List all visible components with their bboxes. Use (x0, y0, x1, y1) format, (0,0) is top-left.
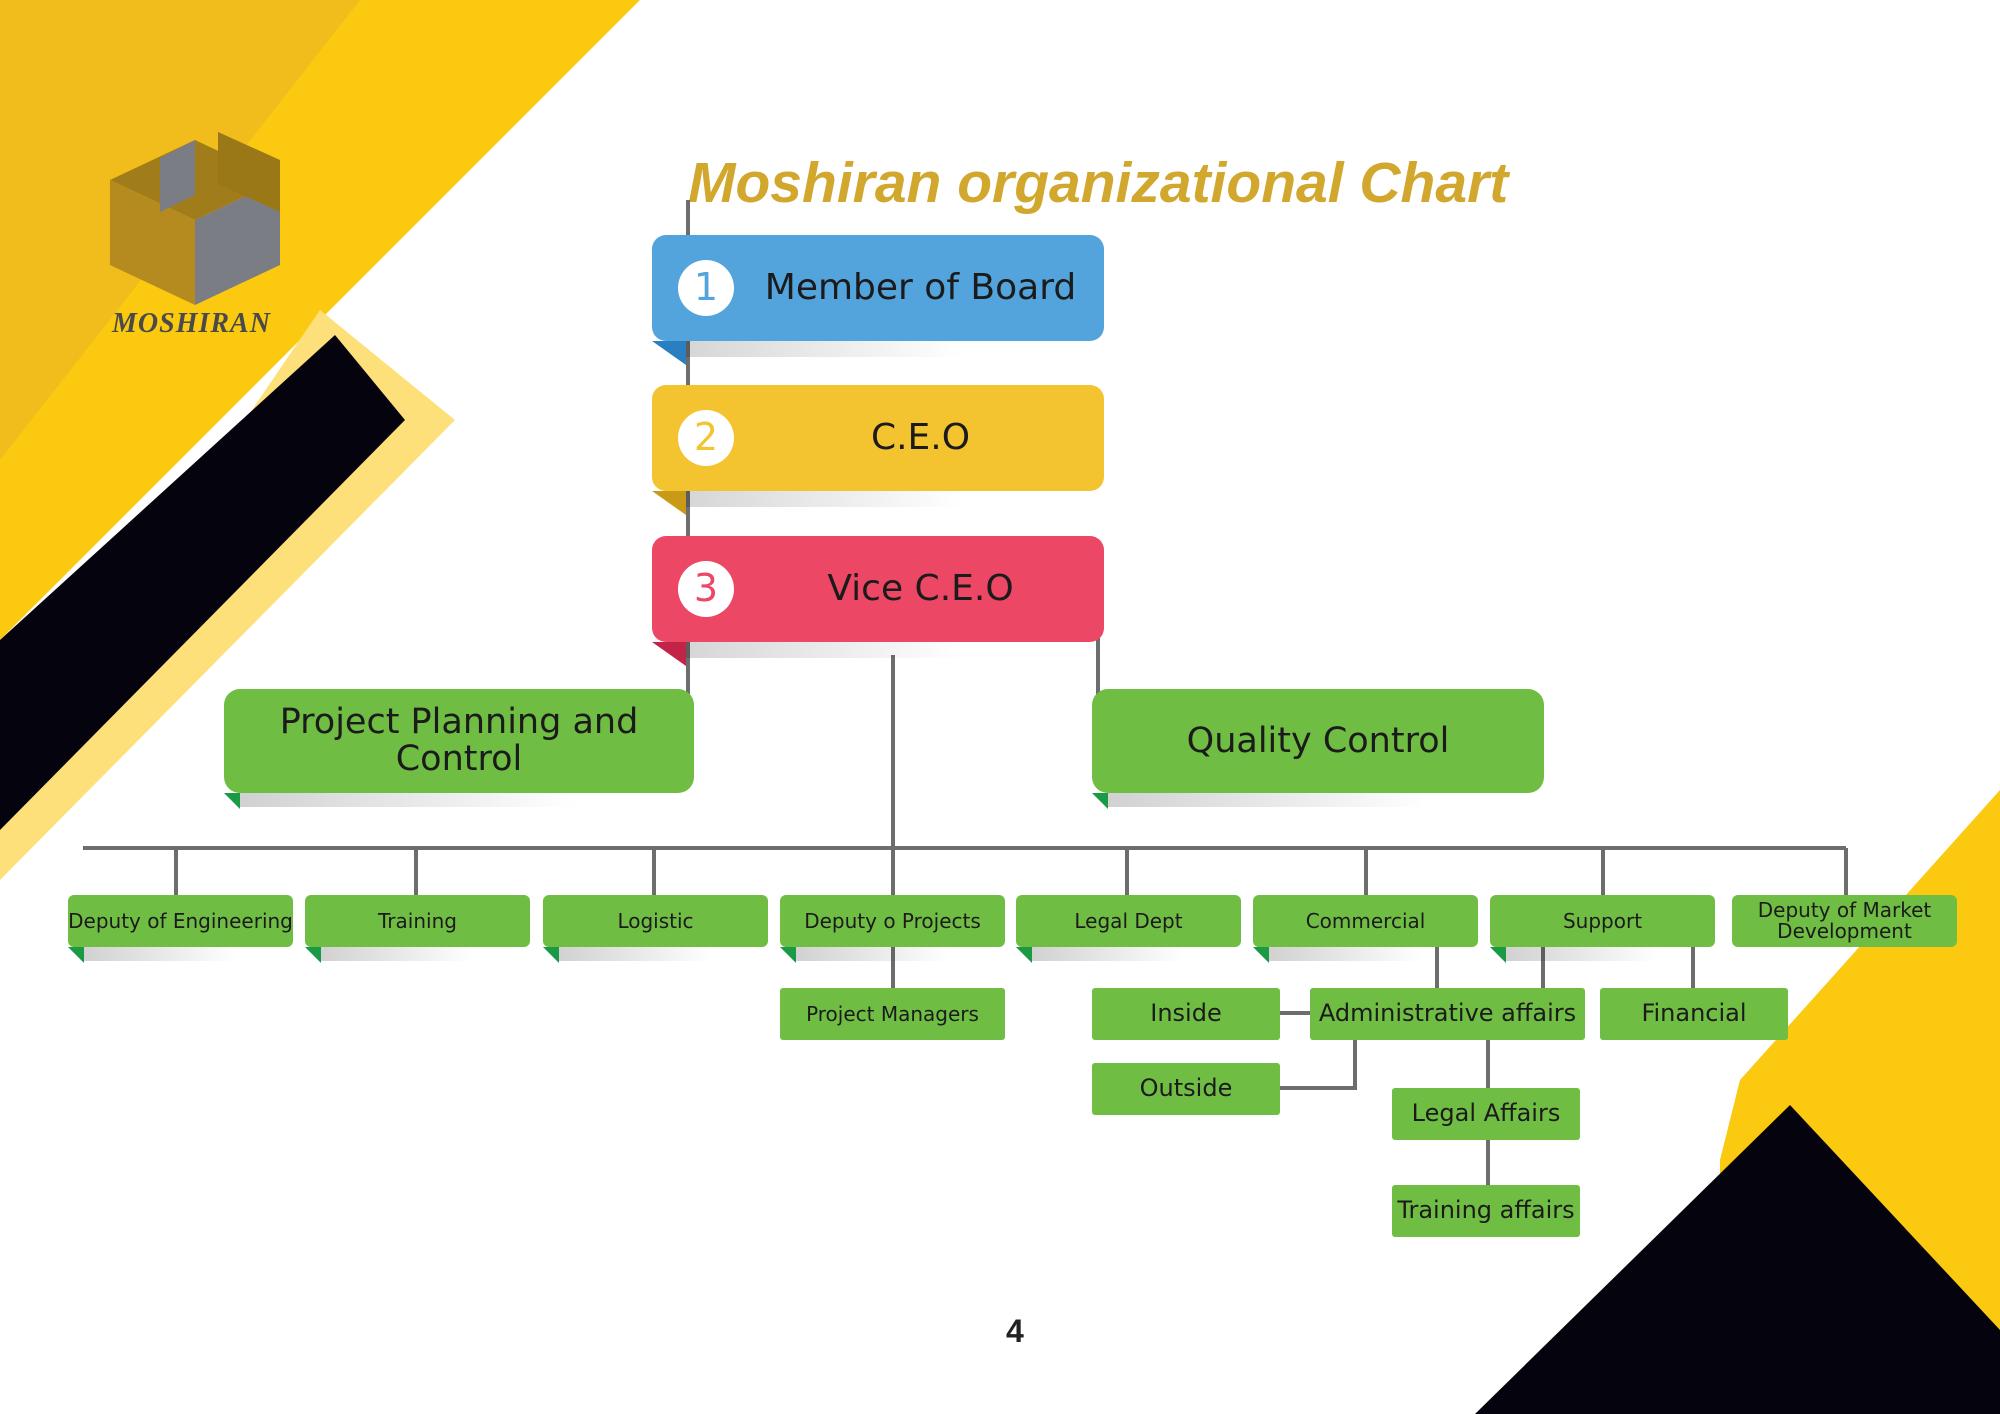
department-support: Support (1490, 895, 1715, 963)
ribbon-shadow (686, 491, 964, 507)
ribbon-tail (652, 642, 686, 666)
black-corner-bottom-right (1475, 1105, 2000, 1414)
sub-unit-project-managers: Project Managers (780, 988, 1005, 1040)
black-stripe-left (0, 335, 405, 830)
number-badge-3: 3 (678, 561, 734, 617)
department-deputy-of-projects: Deputy o Projects (780, 895, 1005, 963)
chart-title: Moshiran organizational Chart (688, 151, 1509, 215)
ribbon-tail (652, 491, 686, 515)
sub-unit-training-affairs: Training affairs (1392, 1185, 1580, 1237)
quality-control-box: Quality Control (1092, 689, 1544, 809)
department-deputy-of-engineering: Deputy of Engineering (68, 895, 293, 963)
vice-ceo-label: Vice C.E.O (827, 568, 1014, 610)
sub-unit-inside: Inside (1092, 988, 1280, 1040)
ribbon-shadow (686, 341, 964, 357)
outside-link-line (1280, 1040, 1357, 1090)
ceo-label: C.E.O (870, 417, 971, 459)
moshiran-logo-icon (110, 132, 280, 305)
page-number: 4 (1006, 1313, 1024, 1349)
sub-unit-financial: Financial (1600, 988, 1788, 1040)
member-of-board-box: 1 Member of Board (652, 235, 1104, 365)
project-planning-control-box: Project Planning and Control (224, 689, 694, 809)
department-logistic: Logistic (543, 895, 768, 963)
ribbon-tail (652, 341, 686, 365)
ribbon-shadow (686, 642, 964, 658)
number-badge-2: 2 (678, 410, 734, 466)
brand-name: MOSHIRAN (112, 308, 271, 339)
vice-ceo-box: 3 Vice C.E.O (652, 536, 1104, 666)
sub-unit-outside: Outside (1092, 1063, 1280, 1115)
sub-unit-legal-affairs: Legal Affairs (1392, 1088, 1580, 1140)
department-legal-dept: Legal Dept (1016, 895, 1241, 963)
member-of-board-label: Member of Board (764, 267, 1077, 309)
number-badge-1: 1 (678, 260, 734, 316)
department-commercial: Commercial (1253, 895, 1478, 963)
department-training: Training (305, 895, 530, 963)
ceo-box: 2 C.E.O (652, 385, 1104, 515)
department-deputy-of-market-development: Deputy of Market Development (1732, 895, 1957, 947)
sub-unit-administrative-affairs: Administrative affairs (1310, 988, 1585, 1040)
